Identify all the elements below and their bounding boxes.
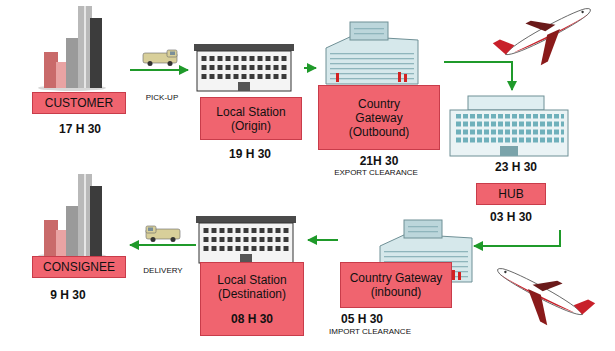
customer-buildings xyxy=(38,6,106,91)
outbound-plane xyxy=(492,0,603,80)
time-label: 19 H 30 xyxy=(229,147,271,161)
label-box: Country Gateway (Outbound) xyxy=(318,85,440,150)
hub-building xyxy=(450,96,568,156)
time-label: 17 H 30 xyxy=(59,122,101,136)
node-label: CONSIGNEE xyxy=(43,260,115,274)
customer-node: CUSTOMER xyxy=(30,4,128,114)
outbound-gateway-building xyxy=(326,22,418,84)
time-label: 08 H 30 xyxy=(231,312,273,326)
label-box: Country Gateway (inbound) xyxy=(340,262,452,308)
node-label: CUSTOMER xyxy=(45,96,113,110)
station-node: Local Station (Destination) 08 H 30 xyxy=(198,218,306,338)
time-label: 05 H 30 xyxy=(341,312,383,326)
consignee-node: CONSIGNEE xyxy=(30,172,128,280)
label-box: Local Station (Destination) 08 H 30 xyxy=(200,262,304,336)
consignee-buildings xyxy=(38,174,106,259)
flow-arrow xyxy=(130,244,196,246)
flow-arrow xyxy=(308,239,338,241)
flow-arrow xyxy=(304,67,316,69)
station-node: Local Station (Origin) xyxy=(190,38,302,142)
label-box: Local Station (Origin) xyxy=(200,97,302,140)
gateway-node: Country Gateway (Outbound) xyxy=(318,18,442,152)
delivery-van xyxy=(146,226,180,242)
step-note: IMPORT CLEARANCE xyxy=(329,327,411,337)
time-label: 23 H 30 xyxy=(495,160,537,174)
pickup-van xyxy=(143,50,177,66)
step-note: EXPORT CLEARANCE xyxy=(334,168,418,178)
label-box: HUB xyxy=(476,183,546,205)
inbound-plane xyxy=(485,254,596,341)
label-box: CONSIGNEE xyxy=(32,256,126,278)
node-label: Country Gateway (Outbound) xyxy=(337,97,421,139)
time-label: 21H 30 xyxy=(360,154,399,168)
destination-station-building xyxy=(196,216,296,263)
flow-arrow xyxy=(474,230,560,246)
flow-arrow xyxy=(130,69,188,71)
edge-label: DELIVERY xyxy=(143,266,182,276)
gateway-node: Country Gateway (inbound) xyxy=(340,222,472,310)
node-label: Local Station (Origin) xyxy=(205,105,297,133)
node-label: Local Station (Destination) xyxy=(205,273,299,301)
edge-label: PICK-UP xyxy=(146,93,178,103)
label-box: CUSTOMER xyxy=(32,92,126,114)
node-label: HUB xyxy=(498,187,523,201)
time-label: 9 H 30 xyxy=(50,288,85,302)
flow-arrow xyxy=(444,62,512,90)
origin-station-building xyxy=(194,44,294,91)
time-label: 03 H 30 xyxy=(490,210,532,224)
node-label: Country Gateway (inbound) xyxy=(345,271,447,299)
